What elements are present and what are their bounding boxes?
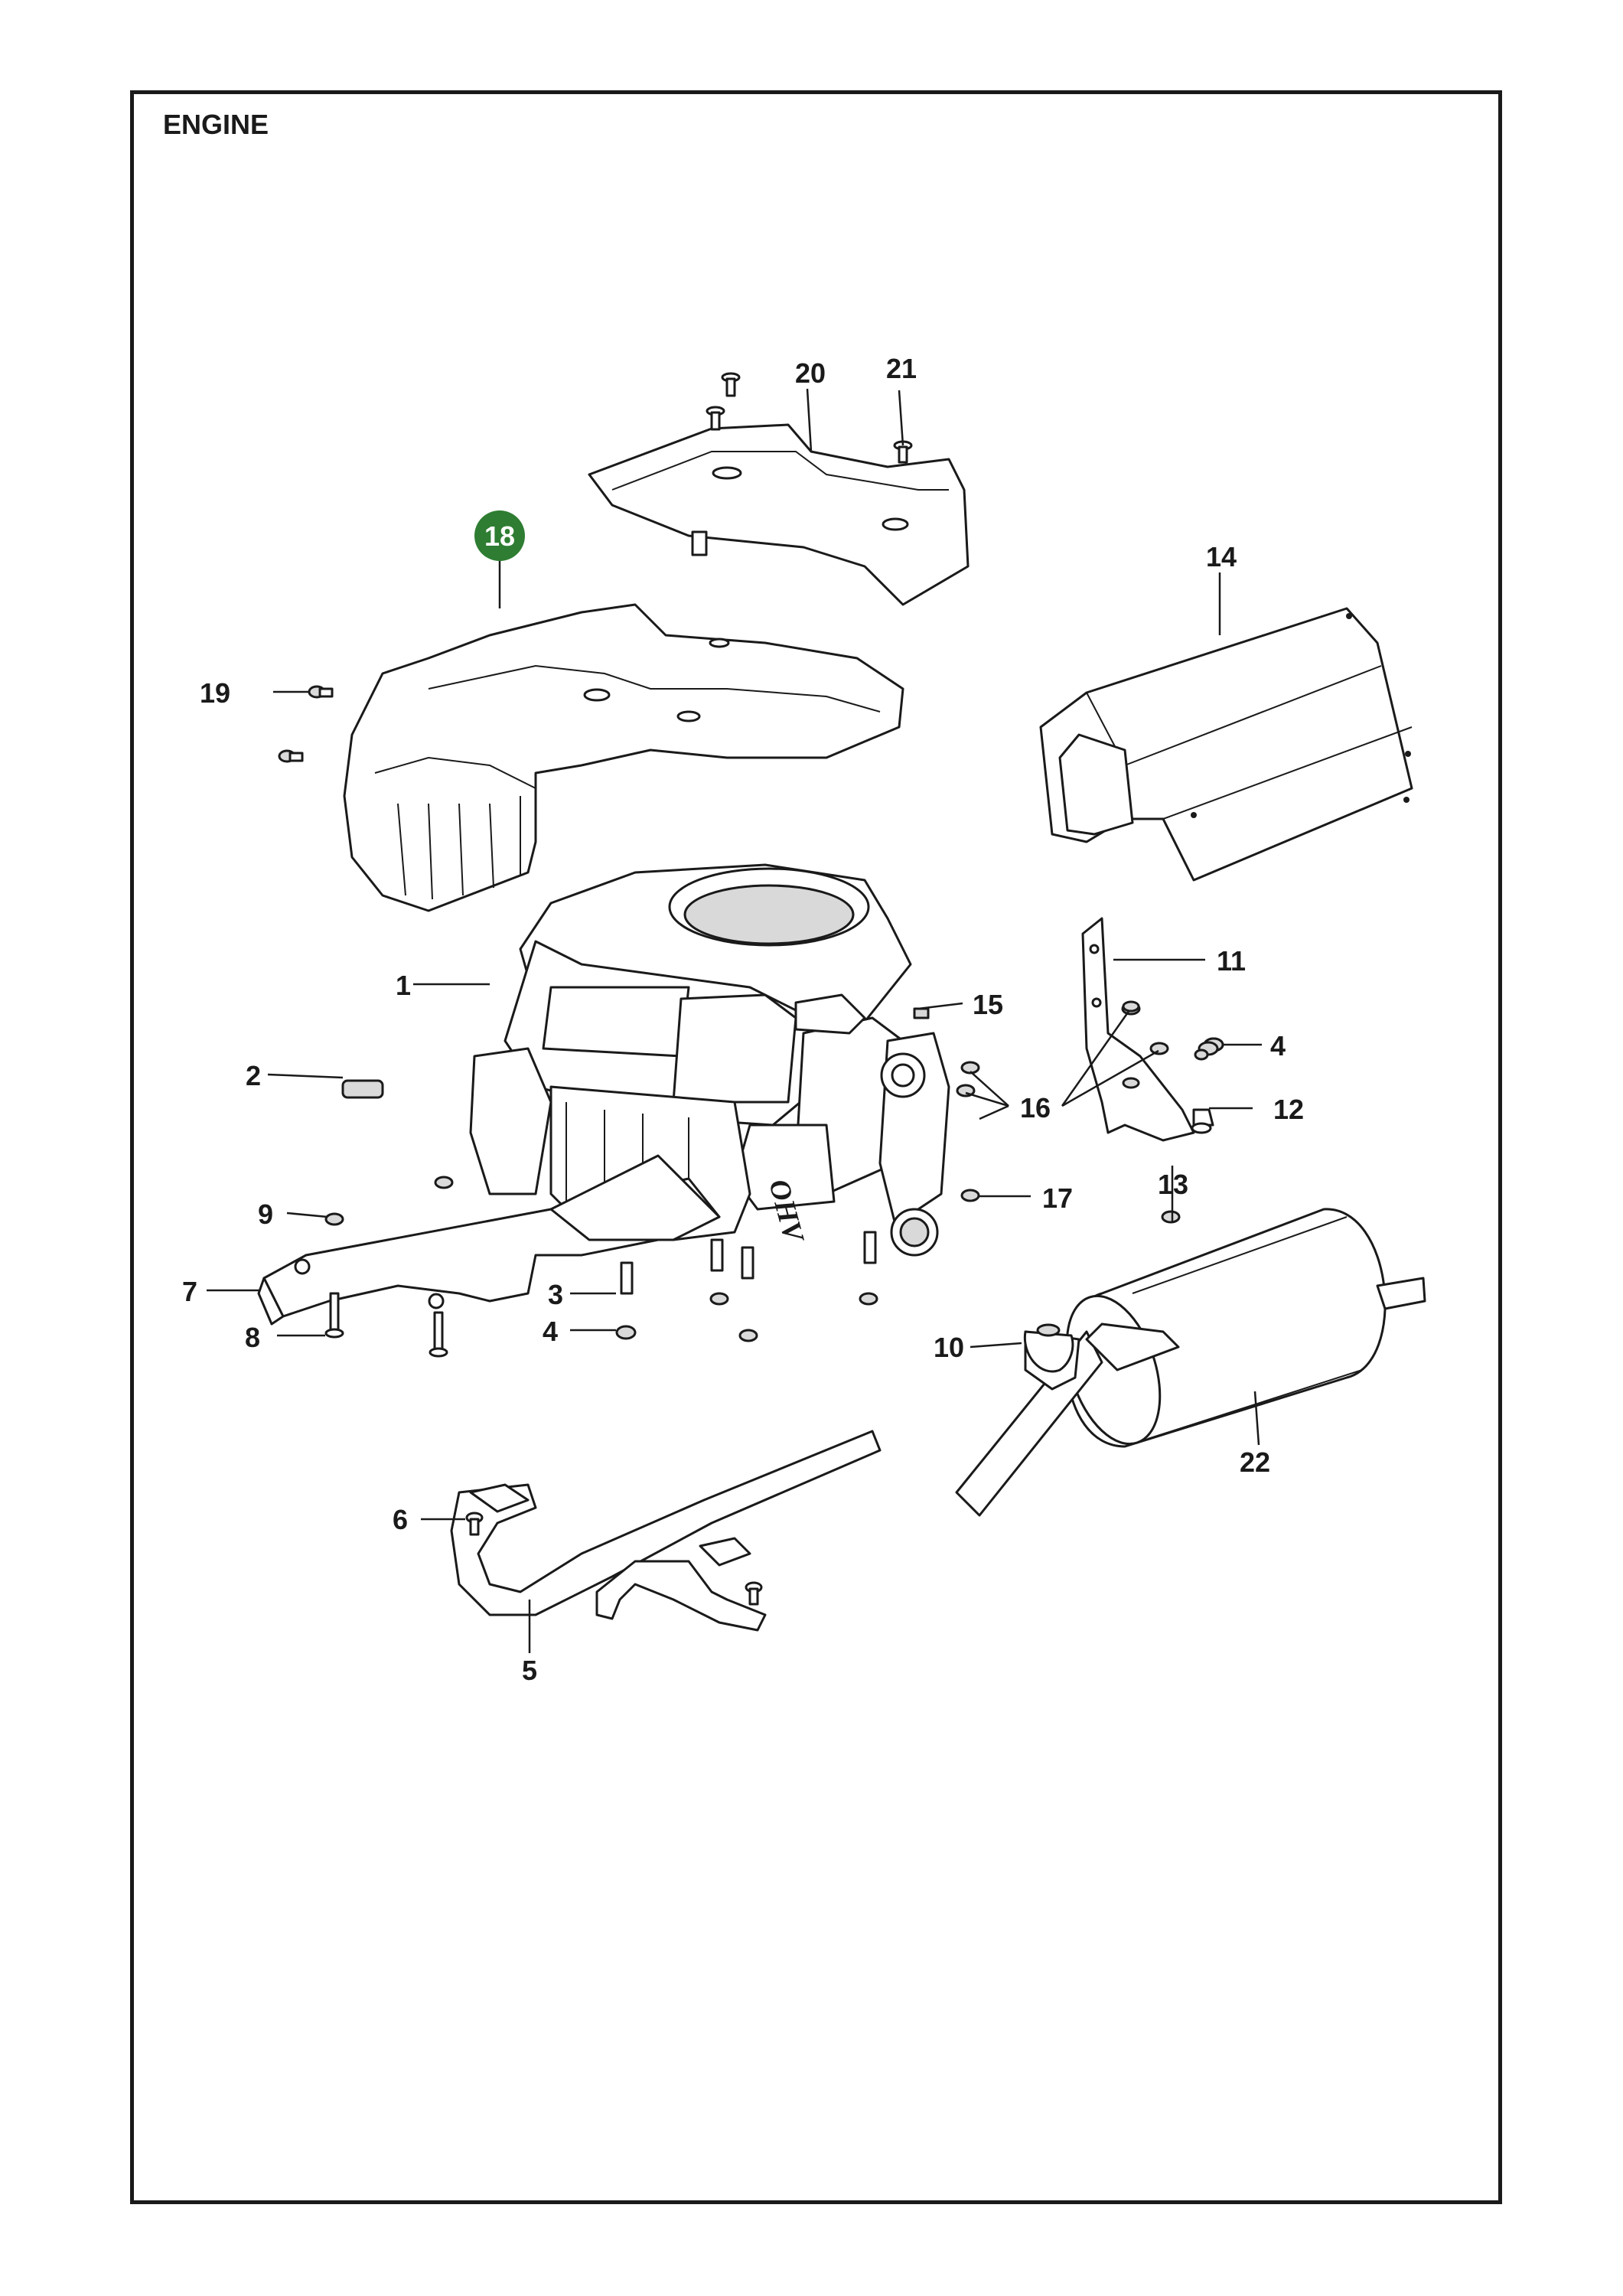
callout-7: 7 <box>182 1276 197 1307</box>
diagram-frame <box>130 90 1502 2204</box>
callout-9: 9 <box>258 1199 273 1230</box>
page-title: ENGINE <box>163 109 269 140</box>
callout-14: 14 <box>1206 541 1237 572</box>
callout-2: 2 <box>246 1060 261 1091</box>
callout-13: 13 <box>1158 1169 1188 1200</box>
callout-21: 21 <box>886 353 917 384</box>
callout-8: 8 <box>245 1322 260 1353</box>
part-7-deflector-plate <box>257 1154 721 1326</box>
callout-16: 16 <box>1020 1092 1051 1124</box>
callout-5: 5 <box>522 1655 537 1686</box>
callout-6: 6 <box>393 1504 408 1535</box>
part-11-bracket <box>1081 917 1214 1142</box>
callout-4b: 4 <box>543 1316 558 1347</box>
part-10-clamp <box>1023 1323 1074 1373</box>
part-14-heat-shield <box>1039 607 1413 882</box>
callout-22: 22 <box>1240 1446 1270 1478</box>
callout-19: 19 <box>200 677 230 709</box>
callout-10: 10 <box>934 1332 964 1363</box>
leader-lines <box>207 388 1262 1653</box>
callout-1: 1 <box>396 970 411 1001</box>
part-5-exhaust-pipe <box>450 1430 882 1632</box>
part-19-screws <box>278 685 334 763</box>
callout-12: 12 <box>1273 1094 1304 1125</box>
callout-4a: 4 <box>1270 1030 1286 1062</box>
part-20-upper-cover <box>588 423 970 606</box>
callout-17: 17 <box>1042 1182 1073 1214</box>
callout-18: 18 <box>484 520 515 552</box>
callout-18-badge <box>474 510 525 561</box>
callout-15: 15 <box>973 989 1003 1020</box>
part-18-blower-housing <box>343 603 904 912</box>
callout-20: 20 <box>795 357 826 389</box>
part-22-muffler <box>955 1208 1426 1517</box>
callout-3: 3 <box>548 1279 563 1310</box>
callout-11: 11 <box>1217 945 1246 977</box>
